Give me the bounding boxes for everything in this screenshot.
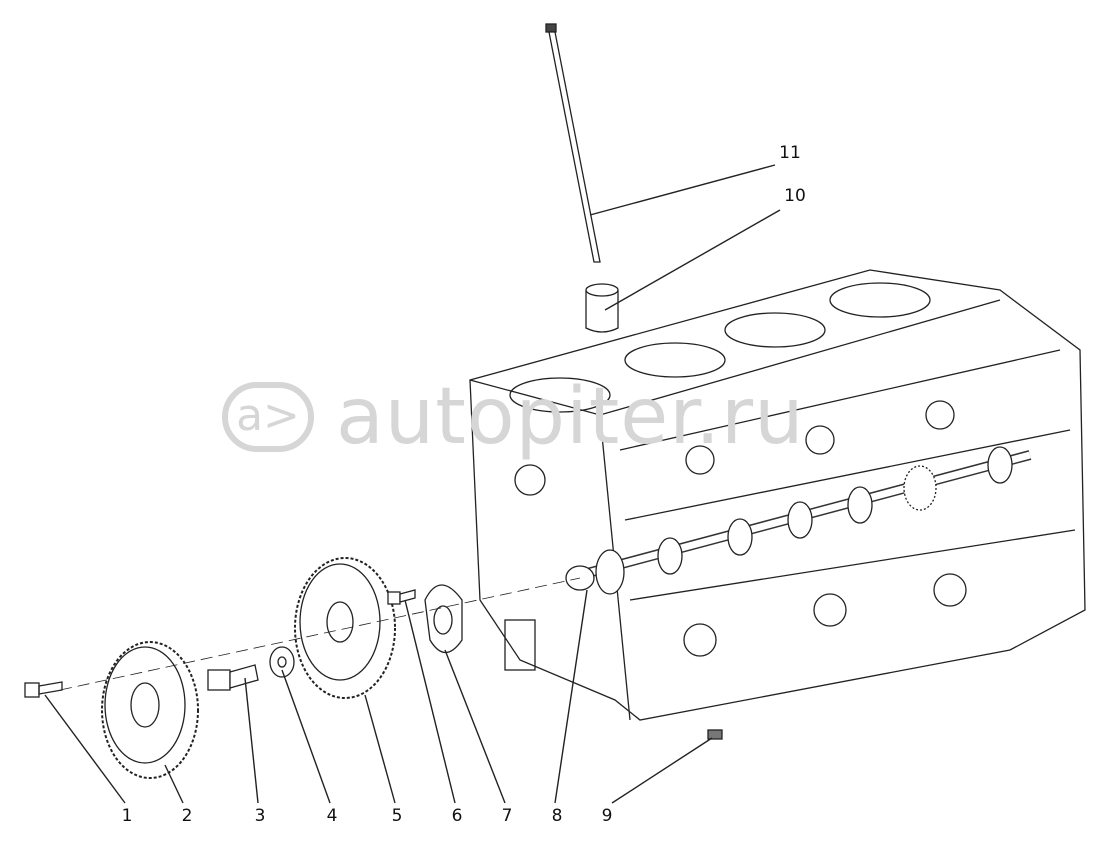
key-9 (707, 729, 723, 740)
callout-4: 4 (326, 806, 338, 826)
watermark-text: autopiter.ru (336, 372, 805, 462)
leader-lines (44, 164, 781, 804)
axis-line (59, 577, 581, 691)
callout-8: 8 (551, 806, 563, 826)
push-rod (545, 23, 601, 263)
engine-block (469, 269, 1086, 721)
callout-2: 2 (181, 806, 193, 826)
gear-5 (294, 557, 396, 699)
callout-3: 3 (254, 806, 266, 826)
bolt-3 (207, 664, 259, 691)
callout-5: 5 (391, 806, 403, 826)
callout-10: 10 (784, 186, 806, 206)
camshaft (565, 446, 1032, 595)
callout-11: 11 (779, 143, 801, 163)
callout-6: 6 (451, 806, 463, 826)
callout-7: 7 (501, 806, 513, 826)
callout-1: 1 (121, 806, 133, 826)
bolt-1 (24, 681, 63, 698)
watermark-logo: a> (222, 382, 314, 452)
bolt-6 (387, 589, 416, 605)
callout-9: 9 (601, 806, 613, 826)
tappet (585, 283, 619, 333)
washer-4 (269, 646, 295, 678)
gear-2 (101, 641, 199, 779)
gasket-7 (424, 584, 463, 654)
